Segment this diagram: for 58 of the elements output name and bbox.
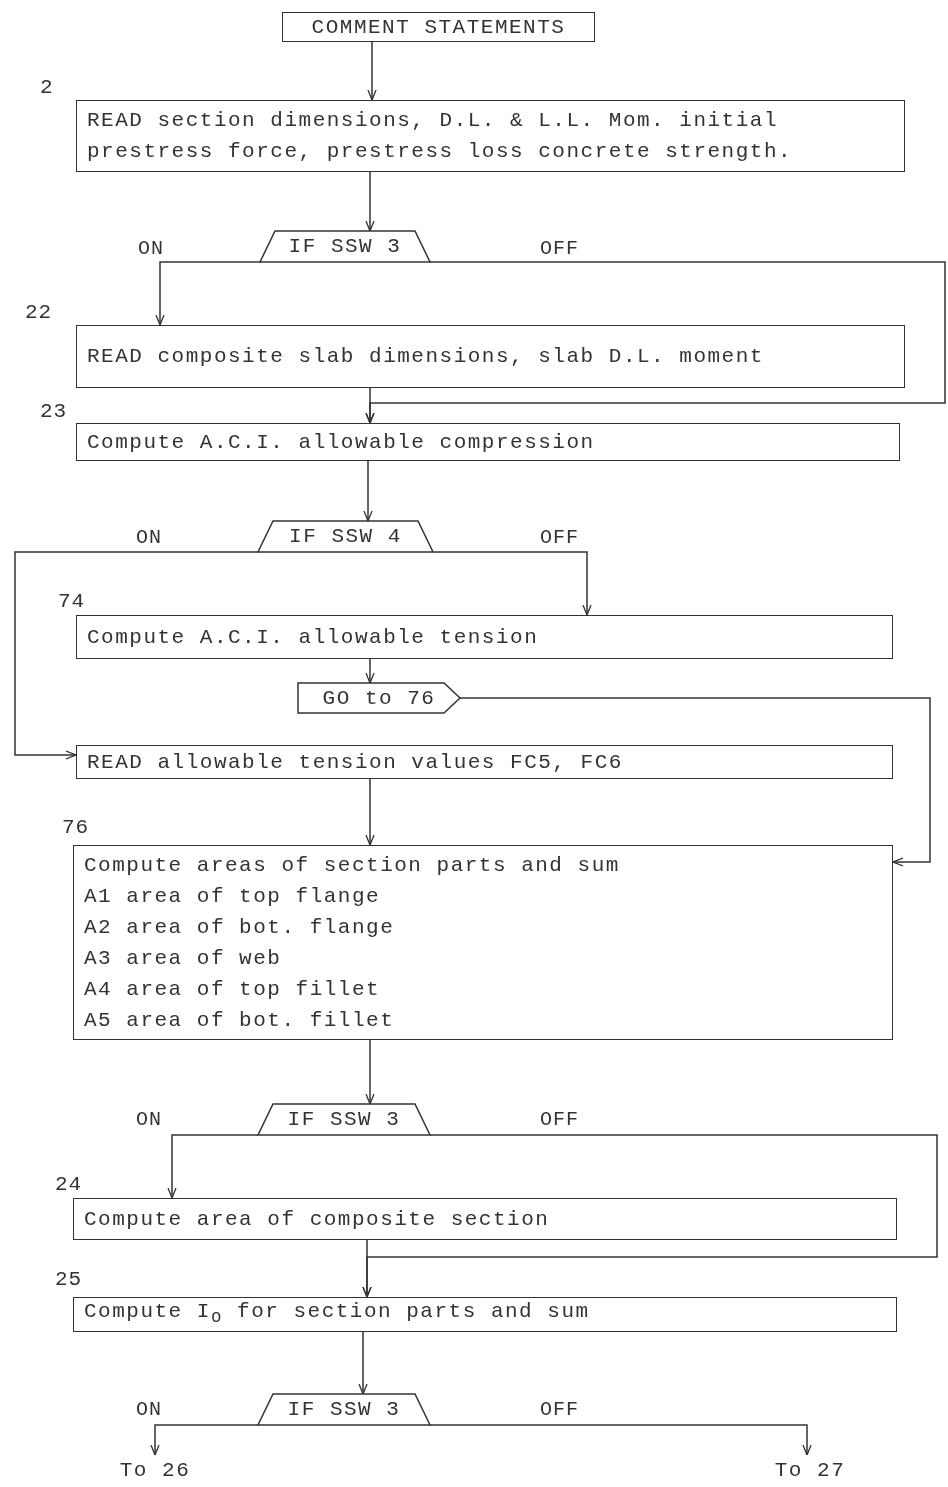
box-text: A5 area of bot. fillet [84, 1007, 395, 1034]
flow-arrow [365, 387, 375, 424]
step-number: 23 [40, 400, 68, 423]
process-box [282, 12, 595, 42]
decision-trapezoid [260, 231, 430, 262]
box-text: READ allowable tension values FC5, FC6 [87, 749, 623, 776]
flow-arrow [367, 41, 377, 101]
decision-trapezoid [258, 1104, 430, 1135]
box-text: Compute areas of section parts and sum [84, 852, 620, 879]
box-text: Compute area of composite section [84, 1206, 550, 1233]
step-number: 25 [55, 1268, 83, 1291]
process-box [73, 1297, 897, 1332]
flow-arrow [365, 171, 375, 232]
goto-pentagon [298, 683, 460, 713]
box-text: READ composite slab dimensions, slab D.L. moment [87, 344, 764, 370]
flow-arrow [150, 1424, 259, 1456]
process-box [76, 325, 905, 388]
box-text: Compute A.C.I. allowable tension [87, 624, 539, 651]
flow-arrow [362, 1239, 372, 1298]
decision-trapezoid [258, 521, 433, 552]
box-text: To 27 [774, 1457, 846, 1484]
box-text: A4 area of top fillet [84, 976, 381, 1003]
flow-arrow [167, 1134, 259, 1199]
flow-arrow [459, 697, 931, 867]
box-text: IF SSW 4 [289, 524, 402, 550]
flow-arrow [432, 551, 592, 616]
process-box [76, 423, 900, 461]
flow-arrow [358, 1331, 368, 1395]
box-text: Compute I$_{o}$ for section parts and sum [84, 1298, 590, 1330]
step-number: 74 [58, 590, 86, 613]
box-text: COMMENT STATEMENTS [311, 14, 566, 41]
box-text: IF SSW 3 [287, 1107, 401, 1133]
process-box [76, 745, 893, 779]
box-text: GO to 76 [322, 685, 436, 712]
step-number: 24 [55, 1173, 83, 1196]
box-text: A1 area of top flange [84, 883, 381, 910]
box-text: A3 area of web [84, 945, 282, 972]
box-text: IF SSW 3 [288, 234, 402, 260]
flow-arrow [14, 551, 259, 760]
process-box [73, 1198, 897, 1240]
box-text: READ section dimensions, D.L. & L.L. Mom. initial prestress force, prestress loss concrete strength. [87, 108, 794, 165]
flow-arrow [365, 1039, 375, 1105]
box-text: Compute A.C.I. allowable compression [87, 429, 595, 456]
box-text: IF SSW 3 [287, 1397, 401, 1423]
decision-trapezoid [258, 1394, 430, 1425]
flow-arrow [429, 1424, 812, 1456]
box-text: To 26 [119, 1457, 191, 1484]
step-number: 76 [62, 816, 90, 839]
step-number: 22 [25, 301, 53, 324]
process-box [73, 845, 893, 1040]
process-box [76, 100, 905, 172]
flow-arrow [365, 658, 375, 684]
flow-arrow [155, 261, 261, 326]
flow-arrow [365, 778, 375, 846]
process-box [76, 615, 893, 659]
step-number: 2 [40, 76, 54, 99]
flow-arrow [363, 460, 373, 522]
box-text: A2 area of bot. flange [84, 914, 395, 941]
